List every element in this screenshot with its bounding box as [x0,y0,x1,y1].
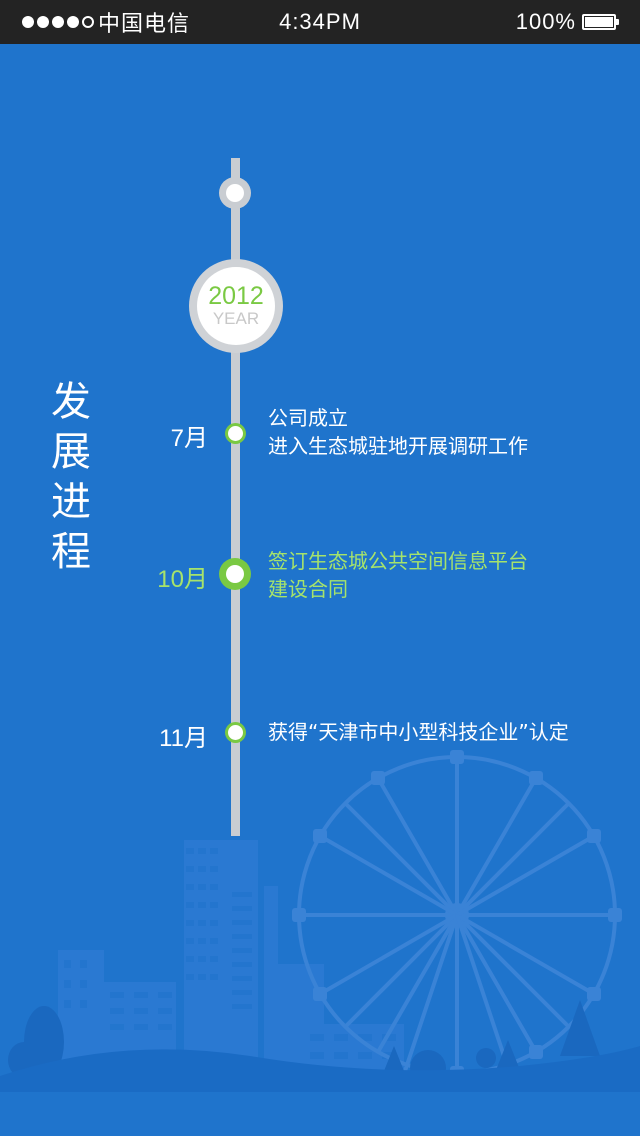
event-month: 7月 [170,425,208,452]
event-line: 进入生态城驻地开展调研工作 [268,434,528,458]
status-bar: 中国电信 4:34PM 100% [0,0,640,44]
signal-dot [22,16,34,28]
signal-strength-icon [22,16,94,28]
event-description: 签订生态城公共空间信息平台 建设合同 [268,547,528,603]
timeline-node[interactable] [225,722,246,743]
battery-cap [616,19,619,25]
event-month: 11月 [159,725,208,752]
event-line: 获得“天津市中小型科技企业”认定 [268,720,569,744]
battery-percent: 100% [515,9,576,34]
signal-dot [52,16,64,28]
event-line: 公司成立 [268,406,348,430]
status-bar-right: 100% [515,0,619,44]
battery-icon [582,14,619,30]
event-description: 公司成立 进入生态城驻地开展调研工作 [268,404,528,460]
event-line: 签订生态城公共空间信息平台 [268,549,528,573]
year-badge[interactable]: 2012 YEAR [189,259,283,353]
page-title: 发展进程 [44,380,90,580]
signal-dot [82,16,94,28]
year-number: 2012 [208,282,264,310]
timeline-track [231,158,240,836]
year-badge-inner: 2012 YEAR [197,267,275,345]
signal-dot [37,16,49,28]
timeline-node[interactable] [225,423,246,444]
battery-fill [585,17,613,27]
event-month: 10月 [157,566,208,593]
status-bar-left: 中国电信 [22,0,190,44]
timeline-node-active[interactable] [219,558,251,590]
status-time: 4:34PM [279,9,361,34]
event-description: 获得“天津市中小型科技企业”认定 [268,718,569,746]
event-line: 建设合同 [268,577,348,601]
year-label: YEAR [212,309,260,328]
carrier-name: 中国电信 [98,11,191,36]
building-shape [264,886,278,1100]
city-skyline-illustration [0,750,640,1136]
signal-dot [67,16,79,28]
timeline-start-node [219,177,251,209]
